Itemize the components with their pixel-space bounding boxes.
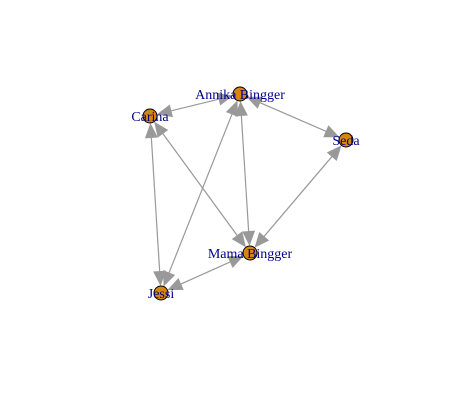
edge-carina-jessi — [144, 122, 167, 287]
arrowhead — [156, 104, 173, 118]
node-annika — [232, 86, 248, 102]
edge-carina-mama — [154, 121, 246, 248]
edge-line — [165, 107, 236, 280]
edge-line — [240, 108, 250, 239]
edges-layer — [144, 92, 342, 291]
arrowhead — [254, 232, 270, 248]
edge-mama-jessi — [167, 255, 244, 291]
node-jessi — [153, 285, 169, 301]
arrowhead — [154, 121, 169, 138]
arrowhead — [246, 96, 263, 109]
node-seda — [338, 132, 354, 148]
edge-seda-mama — [254, 145, 342, 248]
arrowhead — [163, 270, 176, 287]
edge-line — [253, 99, 333, 135]
arrowhead — [323, 125, 340, 138]
arrowhead — [144, 122, 158, 139]
arrowhead — [217, 92, 234, 106]
edge-annika-carina — [156, 92, 234, 118]
arrowhead — [153, 270, 167, 287]
edge-line — [259, 151, 337, 242]
node-label-mama: Mama Bingger — [208, 247, 293, 262]
arrowhead — [225, 100, 238, 117]
arrowhead — [227, 255, 244, 268]
edge-annika-mama — [234, 100, 256, 247]
edge-line — [158, 127, 242, 242]
node-label-carina: Carina — [131, 110, 169, 125]
node-label-jessi: Jessi — [148, 287, 175, 302]
node-carina — [142, 108, 158, 124]
edge-line — [164, 96, 226, 114]
edge-line — [174, 258, 237, 288]
arrowhead — [242, 230, 256, 247]
node-label-seda: Seda — [332, 134, 360, 149]
edge-line — [150, 130, 161, 279]
edge-annika-seda — [246, 96, 340, 138]
node-label-annika: Annika Bingger — [195, 88, 285, 103]
arrowhead — [167, 278, 184, 291]
edge-annika-jessi — [163, 100, 238, 287]
nodes-layer — [142, 86, 354, 301]
arrowhead — [326, 145, 342, 161]
node-mama — [242, 245, 258, 261]
arrowhead — [231, 231, 246, 248]
arrowhead — [234, 100, 248, 117]
